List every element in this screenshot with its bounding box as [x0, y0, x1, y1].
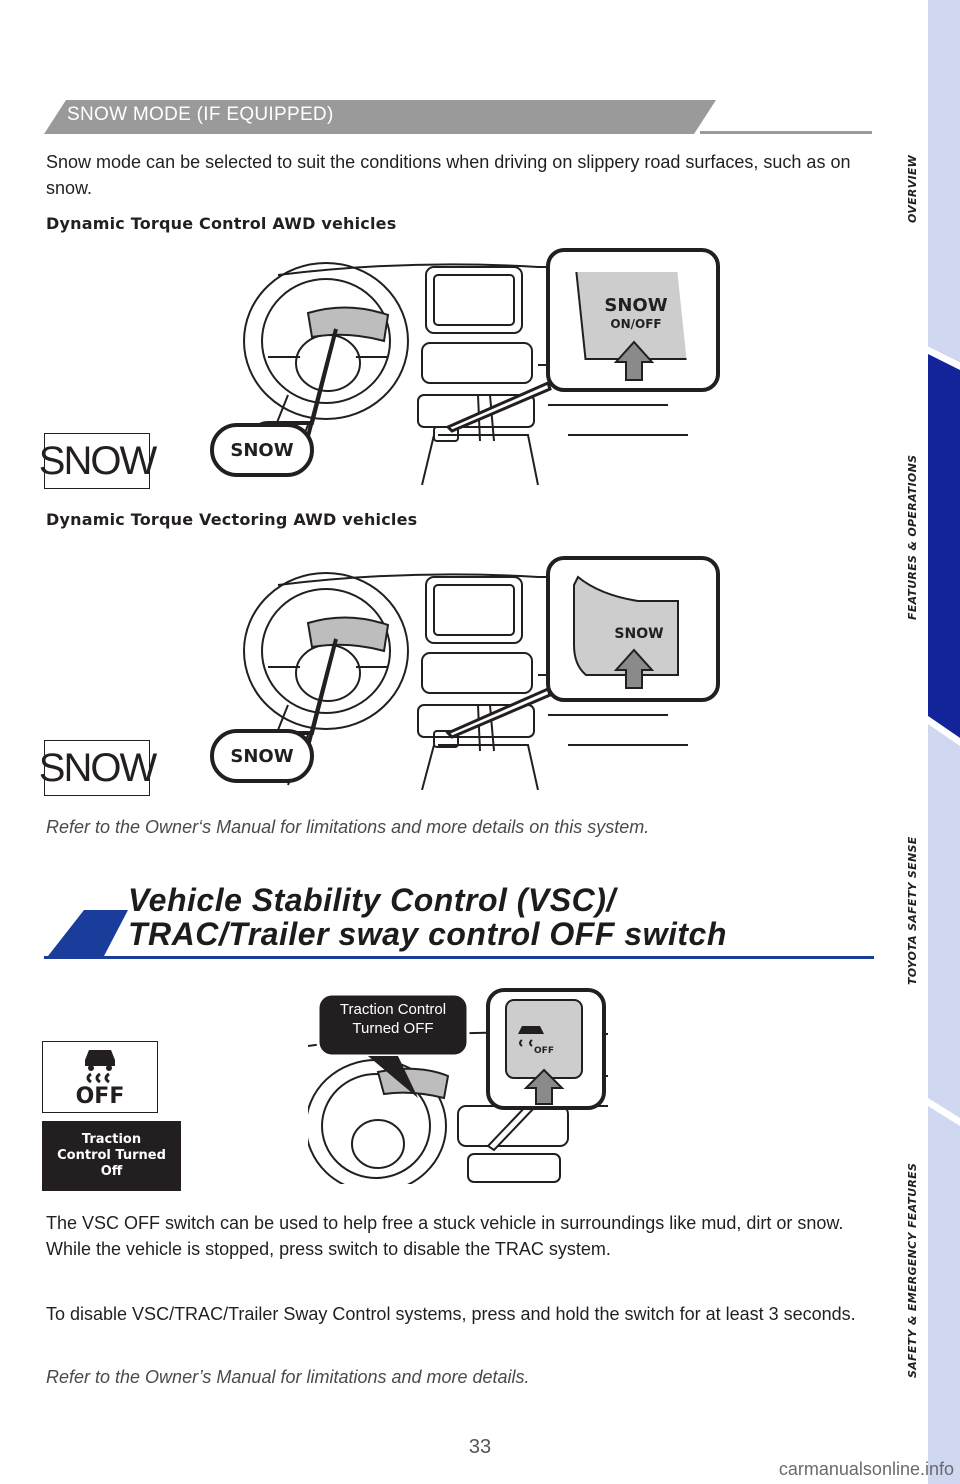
vsc-note: Refer to the Owner’s Manual for limitati…	[46, 1367, 530, 1387]
press-arrow-icon	[614, 648, 654, 689]
snow-callout-label: SNOW	[230, 439, 294, 461]
vsc-title-band	[44, 910, 874, 959]
snow-indicator: SNOW	[39, 740, 157, 796]
snow-callout-label: SNOW	[230, 745, 294, 767]
dashboard-illustration-dtv	[243, 556, 720, 790]
section-header-band	[44, 100, 716, 134]
sidebar-tab-overview[interactable]: OVERVIEW	[906, 154, 919, 223]
watermark: carmanualsonline.info	[778, 1459, 954, 1479]
press-arrow-icon	[614, 340, 654, 381]
sidebar-tabs	[928, 0, 960, 1484]
vsc-title-line1: Vehicle Stability Control (VSC)/	[128, 882, 616, 918]
snow-button-onoff-label: ON/OFF	[610, 317, 662, 331]
vsc-switch-label: OFF	[534, 1046, 554, 1056]
snow-callout-bubble: SNOW	[210, 423, 314, 477]
page-number: 33	[468, 1436, 492, 1458]
vsc-paragraph-1: The VSC OFF switch can be used to help f…	[46, 1213, 844, 1259]
vsc-dashboard-illustration	[308, 988, 609, 1184]
snow-intro-text: Snow mode can be selected to suit the co…	[46, 152, 851, 198]
skidding-car-icon	[85, 1050, 115, 1084]
sidebar-tab-features-operations[interactable]: FEATURES & OPERATIONS	[906, 454, 919, 620]
sidebar-tab-toyota-safety-sense[interactable]: TOYOTA SAFETY SENSE	[906, 836, 919, 985]
traction-callout-text: Traction Control Turned OFF	[318, 1000, 468, 1038]
snow-button-label: SNOW	[604, 295, 668, 316]
section-rule	[700, 131, 872, 134]
traction-message-display: Traction Control Turned Off	[42, 1121, 181, 1191]
vsc-title-line2: TRAC/Trailer sway control OFF switch	[128, 916, 727, 952]
traction-callout-line2: Turned OFF	[352, 1020, 434, 1037]
sidebar-tab-safety-emergency[interactable]: SAFETY & EMERGENCY FEATURES	[906, 1162, 919, 1378]
traction-message-text: Traction Control Turned Off	[57, 1132, 166, 1179]
snow-callout-bubble: SNOW	[210, 729, 314, 783]
section-title-snow-mode: SNOW MODE (IF EQUIPPED)	[67, 104, 334, 125]
snow-dtv-button-label: SNOW	[614, 626, 664, 642]
snow-note: Refer to the Owner‘s Manual for limitati…	[46, 817, 650, 837]
traction-callout-line1: Traction Control	[339, 1001, 447, 1018]
dtc-heading: Dynamic Torque Control AWD vehicles	[46, 214, 397, 233]
snow-indicator: SNOW	[39, 433, 157, 489]
dtv-heading: Dynamic Torque Vectoring AWD vehicles	[46, 510, 418, 529]
vsc-off-label: OFF	[75, 1084, 125, 1109]
vsc-paragraph-2: To disable VSC/TRAC/Trailer Sway Control…	[46, 1304, 856, 1324]
vsc-off-indicator: OFF	[42, 1041, 158, 1113]
